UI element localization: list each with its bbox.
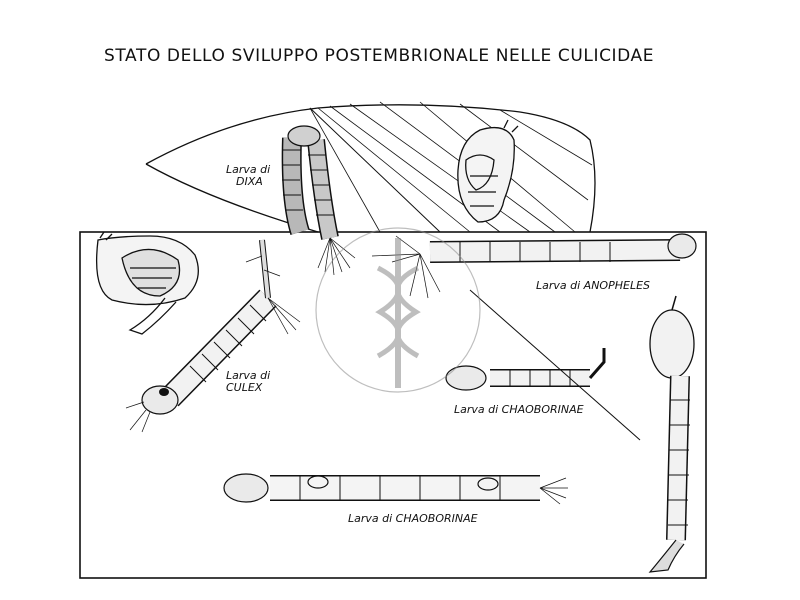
anopheles-larva [371, 233, 697, 299]
label-chaoborinae-bottom: Larva di CHAOBORINAE [348, 512, 478, 525]
diagonal-thread [469, 289, 641, 441]
culex-larva [125, 239, 301, 433]
label-anopheles: Larva di ANOPHELES [536, 279, 651, 292]
water-box [79, 231, 707, 579]
dixa-larva [281, 125, 356, 276]
label-dixa-line2: DIXA [236, 175, 263, 188]
label-culex: Larva di CULEX [226, 370, 270, 394]
page-title: STATO DELLO SVILUPPO POSTEMBRIONALE NELL… [104, 46, 655, 66]
label-culex-line1: Larva di [226, 369, 271, 382]
chaoborinae-larva-mid [445, 348, 606, 391]
pupa-on-leaf [457, 119, 519, 223]
vertical-larva [648, 295, 695, 573]
chaoborinae-larva-bottom [223, 473, 568, 505]
label-dixa-line1: Larva di [226, 163, 271, 176]
label-chaoborinae-mid: Larva di CHAOBORINAE [454, 403, 584, 416]
label-culex-line2: CULEX [226, 381, 263, 394]
label-dixa: Larva di DIXA [226, 164, 270, 188]
watermark-seal [315, 227, 481, 393]
leaf-illustration [145, 101, 596, 233]
pupa-left [95, 231, 199, 335]
